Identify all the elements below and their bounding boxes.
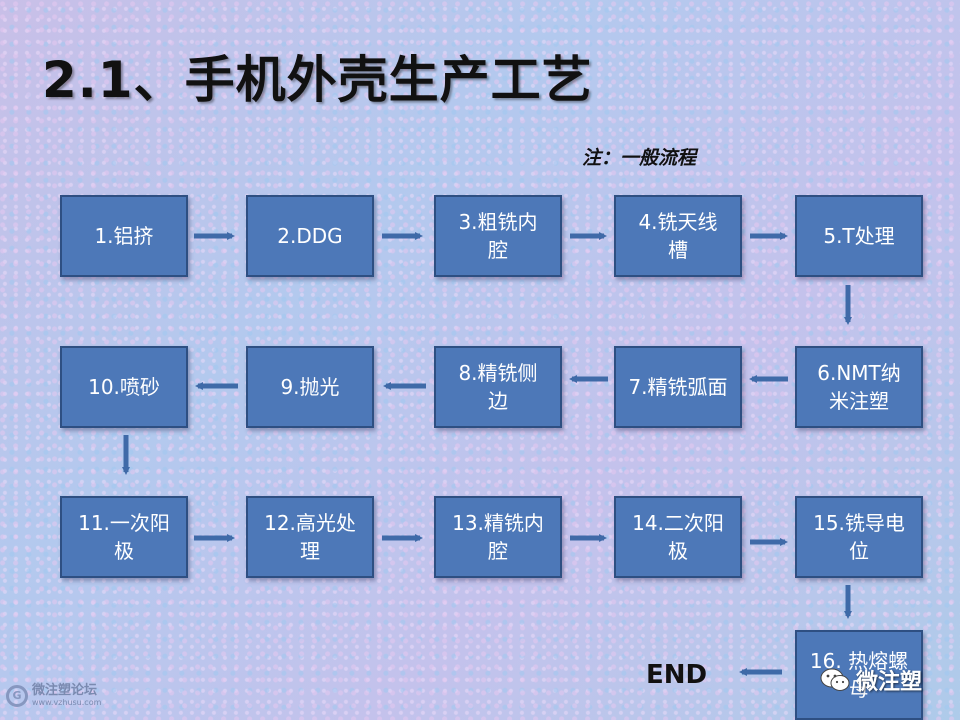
step-box-3: 3.粗铣内腔 [434,195,562,277]
step-box-12: 12.高光处理 [246,496,374,578]
step-box-1: 1.铝挤 [60,195,188,277]
end-label: END [646,660,708,690]
step-label: 12.高光处理 [264,511,356,563]
step-label: 11.一次阳极 [78,511,170,563]
step-box-10: 10.喷砂 [60,346,188,428]
forum-url: www.vzhusu.com [32,698,102,707]
step-label: 6.NMT纳米注塑 [817,361,901,413]
step-box-6: 6.NMT纳米注塑 [795,346,923,428]
step-label: 14.二次阳极 [632,511,724,563]
step-label: 15.铣导电位 [813,511,905,563]
step-box-7: 7.精铣弧面 [614,346,742,428]
step-label: 2.DDG [277,224,343,248]
step-label: 4.铣天线槽 [638,210,718,262]
step-box-9: 9.抛光 [246,346,374,428]
wechat-watermark: 微注塑 [820,664,922,696]
flow-note: 注：一般流程 [582,147,697,169]
forum-logo-icon: G [6,684,28,707]
step-box-13: 13.精铣内腔 [434,496,562,578]
step-label: 3.粗铣内腔 [458,210,538,262]
step-label: 10.喷砂 [88,375,160,399]
step-label: 8.精铣侧边 [458,361,538,413]
wechat-icon [820,668,850,691]
step-label: 1.铝挤 [94,224,154,248]
step-box-11: 11.一次阳极 [60,496,188,578]
forum-watermark: G 微注塑论坛 www.vzhusu.com [6,684,101,707]
step-box-14: 14.二次阳极 [614,496,742,578]
step-box-4: 4.铣天线槽 [614,195,742,277]
step-box-15: 15.铣导电位 [795,496,923,578]
step-box-8: 8.精铣侧边 [434,346,562,428]
slide-title: 2.1、手机外壳生产工艺 [42,51,593,109]
forum-brand: 微注塑论坛 [32,683,98,698]
step-box-2: 2.DDG [246,195,374,277]
step-label: 13.精铣内腔 [452,511,544,563]
step-box-16: 16. 热熔螺母 [795,630,923,720]
step-label: 9.抛光 [280,375,340,399]
step-label: 7.精铣弧面 [628,375,728,399]
step-label: 5.T处理 [823,224,895,248]
wechat-brand: 微注塑 [856,670,923,695]
step-label: 16. 热熔螺母 [809,649,909,701]
step-box-5: 5.T处理 [795,195,923,277]
